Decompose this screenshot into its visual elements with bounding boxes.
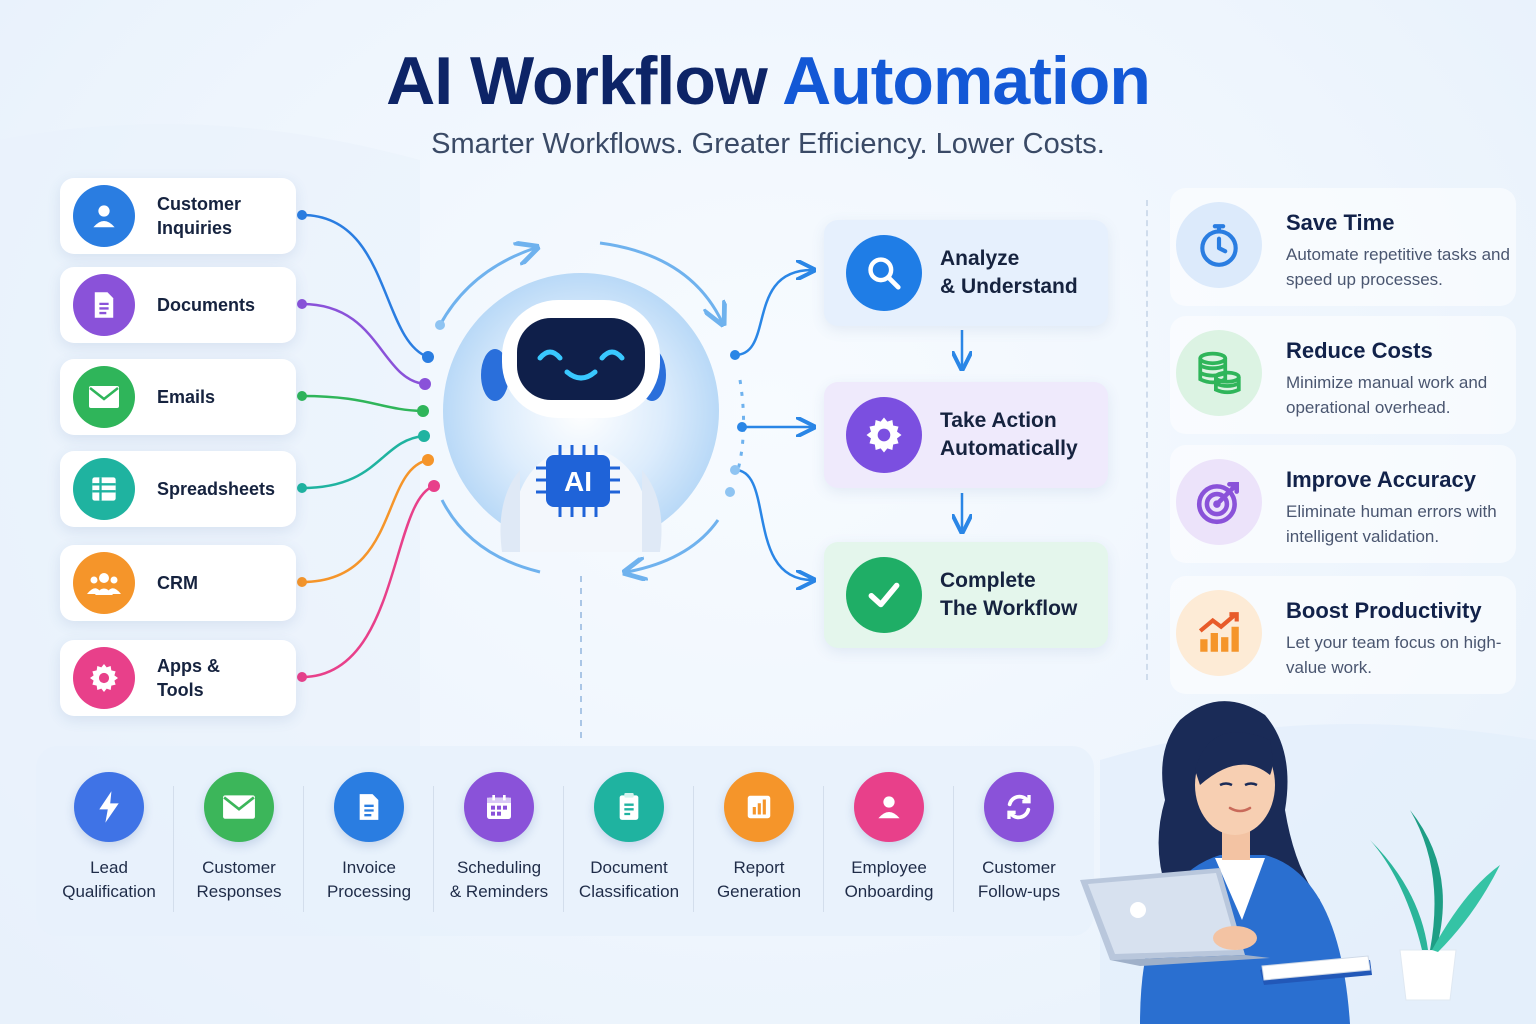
title-part-1: AI Workflow: [386, 43, 768, 119]
user-icon: [854, 772, 924, 842]
page-subtitle: Smarter Workflows. Greater Efficiency. L…: [431, 128, 1105, 160]
coins-icon: [1176, 330, 1262, 416]
use-case-label-line1: Report: [733, 858, 785, 877]
benefit-title: Improve Accuracy: [1286, 467, 1476, 492]
calendar-icon: [464, 772, 534, 842]
use-case-label-line1: Customer: [202, 858, 276, 877]
use-case-label-line2: Responses: [196, 882, 282, 901]
benefit-title: Reduce Costs: [1286, 338, 1433, 363]
use-case-label-line1: Invoice: [342, 858, 396, 877]
benefit-description: Automate repetitive tasks and speed up p…: [1286, 245, 1510, 289]
use-case-separator: [303, 786, 304, 912]
step-label-line2: The Workflow: [940, 597, 1078, 620]
plant-icon: [1370, 810, 1500, 1001]
input-card-emails: Emails: [60, 359, 296, 435]
clipboard-icon: [594, 772, 664, 842]
target-icon: [1176, 459, 1262, 545]
step-label-line2: Automatically: [940, 437, 1078, 460]
person-with-laptop-illustration: [1080, 701, 1500, 1024]
team-icon: [73, 552, 135, 614]
chart-growth-icon: [1176, 590, 1262, 676]
title-part-2: Automation: [782, 43, 1151, 119]
input-label: Customer Inquiries: [157, 194, 242, 238]
step-label-line2: & Understand: [940, 275, 1078, 298]
benefit-improve-accuracy: Improve Accuracy Eliminate human errors …: [1170, 445, 1516, 563]
use-case-scheduling: Scheduling & Reminders: [434, 746, 564, 936]
page-title: AI Workflow Automation: [0, 42, 1536, 120]
input-card-crm: CRM: [60, 545, 296, 621]
input-card-spreadsheets: Spreadsheets: [60, 451, 296, 527]
input-label: Spreadsheets: [157, 479, 276, 499]
use-case-label-line2: Classification: [578, 882, 680, 901]
input-label: Documents: [157, 295, 256, 315]
benefit-boost-productivity: Boost Productivity Let your team focus o…: [1170, 576, 1516, 694]
benefit-save-time: Save Time Automate repetitive tasks and …: [1170, 188, 1516, 306]
use-case-label-line2: Generation: [716, 882, 802, 901]
use-case-label-line1: Customer: [982, 858, 1056, 877]
use-case-separator: [693, 786, 694, 912]
gear-icon: [846, 397, 922, 473]
benefit-description: Eliminate human errors with intelligent …: [1286, 502, 1497, 546]
input-card-apps-tools: Apps & Tools: [60, 640, 296, 716]
use-case-label-line2: Follow-ups: [977, 882, 1061, 901]
use-case-label-line1: Document: [590, 858, 668, 877]
benefit-reduce-costs: Reduce Costs Minimize manual work and op…: [1170, 316, 1516, 434]
use-case-separator: [953, 786, 954, 912]
ai-chip-label: AI: [564, 466, 592, 497]
ai-robot-illustration: [443, 273, 719, 552]
benefit-title: Boost Productivity: [1286, 598, 1482, 623]
check-icon: [846, 557, 922, 633]
step-label-line1: Complete: [940, 569, 1036, 592]
step-complete: Complete The Workflow: [824, 542, 1108, 648]
report-icon: [724, 772, 794, 842]
refresh-icon: [984, 772, 1054, 842]
benefit-description: Let your team focus on high-value work.: [1286, 633, 1502, 677]
gear-icon: [73, 647, 135, 709]
input-label: Emails: [157, 387, 216, 407]
use-case-separator: [173, 786, 174, 912]
step-take-action: Take Action Automatically: [824, 382, 1108, 488]
user-icon: [73, 185, 135, 247]
document-icon: [334, 772, 404, 842]
mail-icon: [204, 772, 274, 842]
benefit-description: Minimize manual work and operational ove…: [1286, 373, 1488, 417]
mail-icon: [73, 366, 135, 428]
use-case-label-line2: & Reminders: [449, 882, 549, 901]
use-case-label-line1: Lead: [90, 858, 128, 877]
use-case-separator: [823, 786, 824, 912]
input-label: CRM: [157, 573, 198, 593]
step-label-line1: Analyze: [940, 247, 1020, 270]
document-icon: [73, 274, 135, 336]
use-case-separator: [433, 786, 434, 912]
benefits-divider: [1146, 200, 1148, 680]
input-card-customer-inquiries: Customer Inquiries: [60, 178, 296, 254]
ai-chip-icon: [536, 445, 620, 517]
search-icon: [846, 235, 922, 311]
lightning-icon: [74, 772, 144, 842]
use-case-label-line2: Qualification: [62, 882, 156, 901]
use-case-label-line2: Onboarding: [844, 882, 934, 901]
input-card-documents: Documents: [60, 267, 296, 343]
spreadsheet-icon: [73, 458, 135, 520]
use-case-label-line1: Employee: [851, 858, 927, 877]
use-case-separator: [563, 786, 564, 912]
benefit-title: Save Time: [1286, 210, 1395, 235]
use-case-label-line1: Scheduling: [456, 858, 542, 877]
stopwatch-icon: [1176, 202, 1262, 288]
step-label-line1: Take Action: [940, 409, 1057, 432]
use-case-label-line2: Processing: [326, 882, 412, 901]
step-analyze: Analyze & Understand: [824, 220, 1108, 326]
input-label: Apps & Tools: [157, 656, 220, 700]
